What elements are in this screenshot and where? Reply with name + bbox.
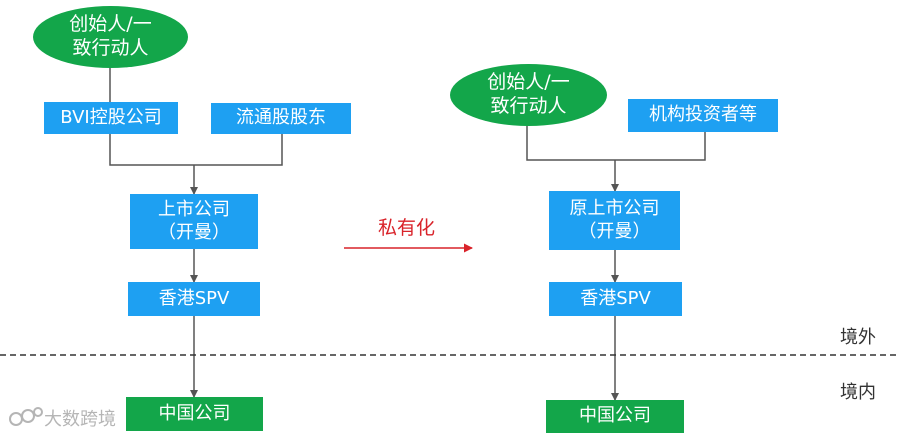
right-listed-company-node: 原上市公司 （开曼）: [549, 191, 680, 250]
watermark-text: 大数跨境: [44, 409, 116, 430]
left-public-shareholders-node: 流通股股东: [211, 103, 351, 134]
left-founder-line1: 创始人/一: [69, 13, 152, 36]
left-listed-line2: （开曼）: [158, 221, 230, 243]
left-listed-line1: 上市公司: [158, 199, 230, 220]
left-china-company-label: 中国公司: [158, 402, 231, 424]
right-founder-line1: 创始人/一: [487, 71, 570, 94]
right-institutions-label: 机构投资者等: [649, 104, 757, 126]
privatization-label: 私有化: [378, 217, 436, 239]
right-founder-node: 创始人/一 致行动人: [450, 64, 607, 126]
left-hk-spv-node: 香港SPV: [128, 282, 260, 316]
right-listed-line2: （开曼）: [578, 220, 651, 242]
right-merge-line: [526, 124, 706, 161]
right-hk-spv-label: 香港SPV: [580, 287, 651, 309]
left-china-company-node: 中国公司: [126, 397, 263, 431]
left-founder-node: 创始人/一 致行动人: [33, 6, 188, 68]
left-public-shareholders-label: 流通股股东: [236, 107, 326, 129]
right-china-company-label: 中国公司: [579, 405, 651, 427]
right-founder-line2: 致行动人: [490, 95, 567, 117]
right-china-company-node: 中国公司: [546, 400, 684, 433]
left-merge-line: [109, 134, 283, 166]
left-bvi-label: BVI控股公司: [60, 106, 162, 128]
right-listed-line1: 原上市公司: [569, 198, 660, 219]
onshore-label: 境内: [840, 382, 876, 403]
watermark-logo-icon: [9, 407, 43, 426]
left-bvi-node: BVI控股公司: [44, 102, 178, 134]
right-institutions-node: 机构投资者等: [628, 99, 778, 132]
left-founder-line2: 致行动人: [72, 37, 149, 59]
offshore-label: 境外: [840, 327, 876, 348]
left-listed-company-node: 上市公司 （开曼）: [130, 194, 258, 249]
left-hk-spv-label: 香港SPV: [158, 287, 230, 309]
right-hk-spv-node: 香港SPV: [549, 282, 682, 316]
